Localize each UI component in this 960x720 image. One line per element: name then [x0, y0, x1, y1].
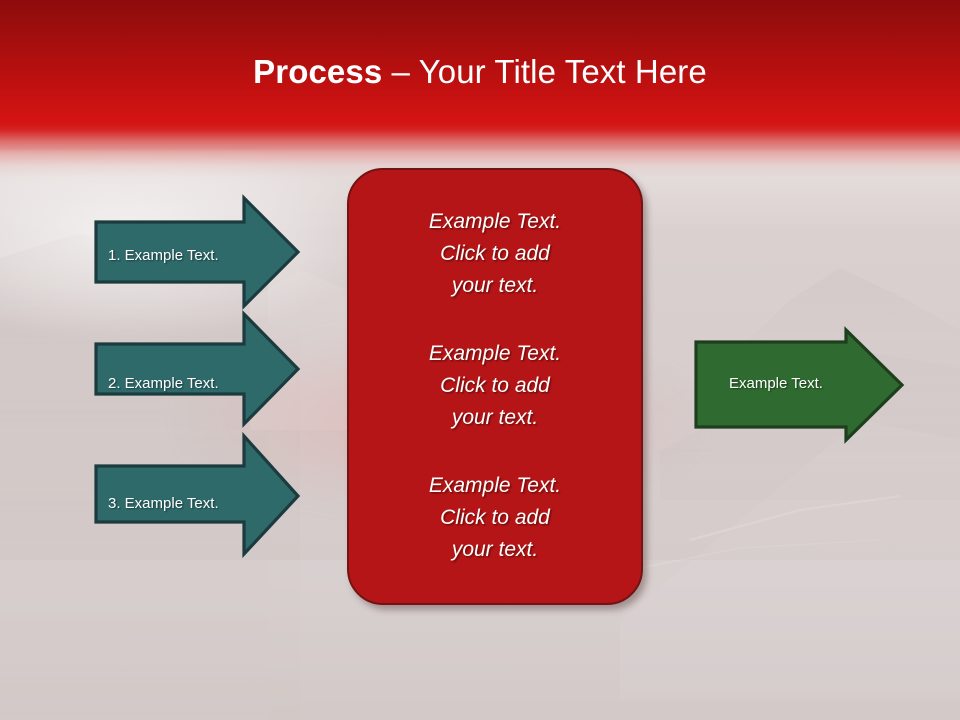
process-text-block-1[interactable]: Example Text. Click to add your text. — [428, 210, 562, 297]
input-arrow-3[interactable] — [94, 431, 301, 559]
process-text-block-2[interactable]: Example Text. Click to add your text. — [428, 342, 562, 429]
output-arrow[interactable] — [694, 326, 906, 444]
page-title-rest: – Your Title Text Here — [382, 53, 707, 90]
page-title: Process – Your Title Text Here — [0, 52, 960, 92]
title-banner: Process – Your Title Text Here — [0, 0, 960, 186]
page-title-bold: Process — [253, 53, 383, 90]
input-arrow-1[interactable] — [94, 194, 301, 310]
input-arrow-2[interactable] — [94, 310, 301, 428]
process-box[interactable]: Example Text. Click to add your text. Ex… — [347, 168, 643, 605]
process-text-block-3[interactable]: Example Text. Click to add your text. — [428, 474, 562, 561]
